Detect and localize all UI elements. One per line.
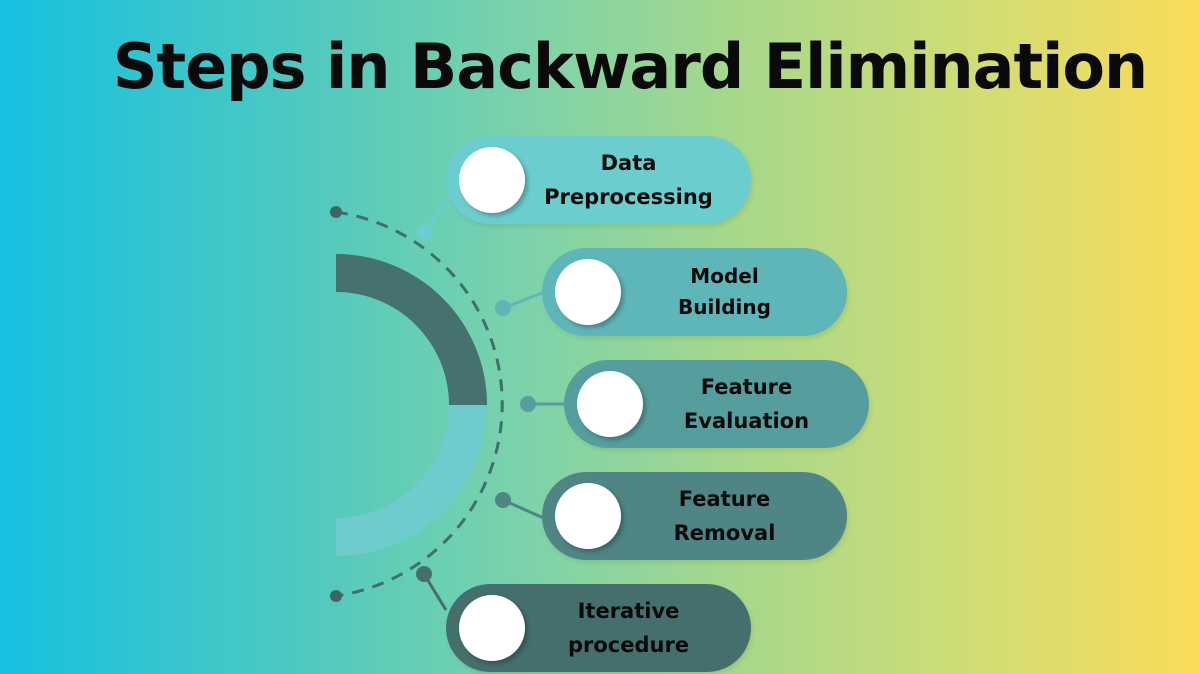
step-circle-icon [555, 259, 621, 325]
step-label: Iterative procedure [567, 599, 690, 657]
dashed-guide-arc [335, 210, 504, 598]
connector-dot-2 [495, 300, 511, 316]
step-label: Feature Removal [673, 487, 776, 545]
step-circle-icon [577, 371, 643, 437]
step-data-preprocessing: Data Preprocessing [446, 136, 751, 224]
step-circle-icon [555, 483, 621, 549]
connector-dot-5 [416, 566, 432, 582]
step-label: Model Building [678, 264, 771, 319]
step-iterative-procedure: Iterative procedure [446, 584, 751, 672]
step-circle-icon [459, 595, 525, 661]
arc-end-dot-top [330, 206, 342, 218]
step-label: Data Preprocessing [544, 151, 713, 209]
connector-dot-3 [520, 396, 536, 412]
step-model-building: Model Building [542, 248, 847, 336]
connector-dot-1 [416, 224, 432, 240]
arc-end-dot-bottom [330, 590, 342, 602]
step-feature-evaluation: Feature Evaluation [564, 360, 869, 448]
arc-dark-segment [336, 254, 487, 405]
step-circle-icon [459, 147, 525, 213]
page-title: Steps in Backward Elimination [112, 30, 1148, 103]
step-feature-removal: Feature Removal [542, 472, 847, 560]
arc-light-segment [336, 405, 487, 556]
connector-dot-4 [495, 492, 511, 508]
step-label: Feature Evaluation [683, 375, 810, 433]
